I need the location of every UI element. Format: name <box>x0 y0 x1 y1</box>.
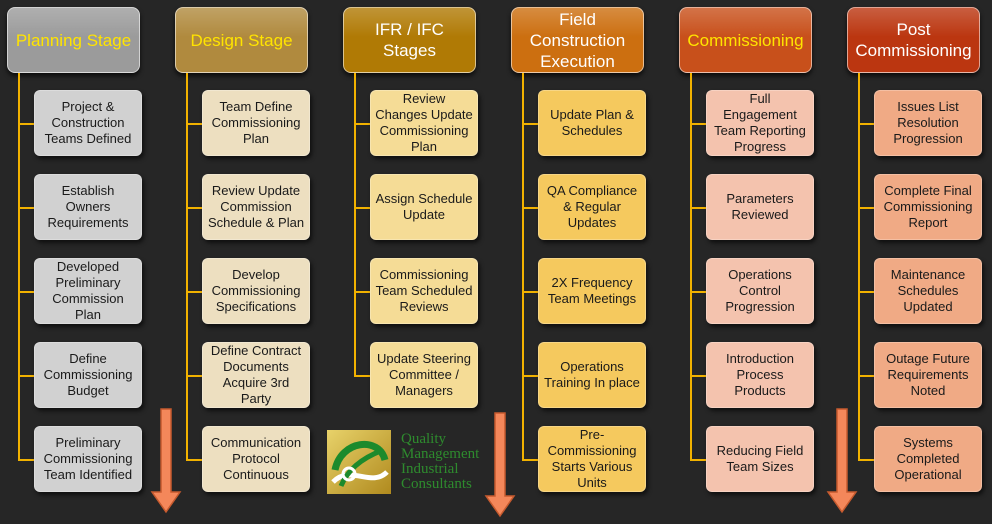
stage-item-box: Develop Commissioning Specifications <box>202 258 310 324</box>
item-connector <box>690 375 706 377</box>
stage-item-box: Review Update Commission Schedule & Plan <box>202 174 310 240</box>
stage-item-box: Introduction Process Products <box>706 342 814 408</box>
item-connector <box>522 375 538 377</box>
stage-item-box: Communication Protocol Continuous <box>202 426 310 492</box>
stage-item-box: Preliminary Commissioning Team Identifie… <box>34 426 142 492</box>
item-connector <box>354 291 370 293</box>
stage-item-box: Commissioning Team Scheduled Reviews <box>370 258 478 324</box>
logo-line: Consultants <box>401 476 472 492</box>
logo-text: Quality Management Industrial Consultant… <box>401 432 479 492</box>
logo-line: Management <box>401 446 480 462</box>
item-connector <box>522 207 538 209</box>
item-connector <box>186 291 202 293</box>
item-connector <box>690 459 706 461</box>
logo-mark-icon <box>327 430 391 494</box>
stage-connector <box>522 73 524 460</box>
stage-header: Post Commissioning <box>847 7 980 73</box>
item-connector <box>522 123 538 125</box>
item-connector <box>186 459 202 461</box>
stage-item-box: Issues List Resolution Progression <box>874 90 982 156</box>
stage-header: Field Construction Execution <box>511 7 644 73</box>
stage-item-box: Review Changes Update Commissioning Plan <box>370 90 478 156</box>
stage-item-box: Update Plan & Schedules <box>538 90 646 156</box>
stage-connector <box>354 73 356 376</box>
down-arrow-icon <box>484 412 516 518</box>
stage-item-box: Outage Future Requirements Noted <box>874 342 982 408</box>
qmic-logo: Quality Management Industrial Consultant… <box>327 430 502 495</box>
stage-connector <box>18 73 20 460</box>
item-connector <box>858 375 874 377</box>
stage-item-box: Team Define Commissioning Plan <box>202 90 310 156</box>
stage-item-box: QA Compliance & Regular Updates <box>538 174 646 240</box>
stage-item-box: Project & Construction Teams Defined <box>34 90 142 156</box>
stage-item-box: Complete Final Commissioning Report <box>874 174 982 240</box>
item-connector <box>354 375 370 377</box>
item-connector <box>858 291 874 293</box>
item-connector <box>690 291 706 293</box>
stage-item-box: Parameters Reviewed <box>706 174 814 240</box>
stage-header: Design Stage <box>175 7 308 73</box>
item-connector <box>18 459 34 461</box>
stage-header: Commissioning <box>679 7 812 73</box>
down-arrow-icon <box>826 408 858 514</box>
stage-item-box: Full Engagement Team Reporting Progress <box>706 90 814 156</box>
item-connector <box>858 123 874 125</box>
stage-item-box: Operations Control Progression <box>706 258 814 324</box>
stage-item-box: Assign Schedule Update <box>370 174 478 240</box>
item-connector <box>690 123 706 125</box>
stage-item-box: Reducing Field Team Sizes <box>706 426 814 492</box>
item-connector <box>18 207 34 209</box>
stage-header: Planning Stage <box>7 7 140 73</box>
stage-item-box: Operations Training In place <box>538 342 646 408</box>
item-connector <box>18 375 34 377</box>
item-connector <box>186 375 202 377</box>
down-arrow-icon <box>150 408 182 514</box>
stage-item-box: 2X Frequency Team Meetings <box>538 258 646 324</box>
logo-line: Quality <box>401 431 446 447</box>
stage-item-box: Developed Preliminary Commission Plan <box>34 258 142 324</box>
stage-connector <box>858 73 860 460</box>
item-connector <box>18 123 34 125</box>
stage-item-box: Systems Completed Operational <box>874 426 982 492</box>
item-connector <box>522 291 538 293</box>
stage-item-box: Maintenance Schedules Updated <box>874 258 982 324</box>
item-connector <box>186 123 202 125</box>
stage-connector <box>186 73 188 460</box>
stage-item-box: Define Commissioning Budget <box>34 342 142 408</box>
stage-item-box: Define Contract Documents Acquire 3rd Pa… <box>202 342 310 408</box>
stage-item-box: Pre-Commissioning Starts Various Units <box>538 426 646 492</box>
stage-header: IFR / IFC Stages <box>343 7 476 73</box>
logo-line: Industrial <box>401 461 459 477</box>
stage-item-box: Establish Owners Requirements <box>34 174 142 240</box>
item-connector <box>690 207 706 209</box>
item-connector <box>522 459 538 461</box>
item-connector <box>858 459 874 461</box>
stage-item-box: Update Steering Committee / Managers <box>370 342 478 408</box>
item-connector <box>858 207 874 209</box>
item-connector <box>354 207 370 209</box>
item-connector <box>186 207 202 209</box>
item-connector <box>354 123 370 125</box>
item-connector <box>18 291 34 293</box>
stage-connector <box>690 73 692 460</box>
